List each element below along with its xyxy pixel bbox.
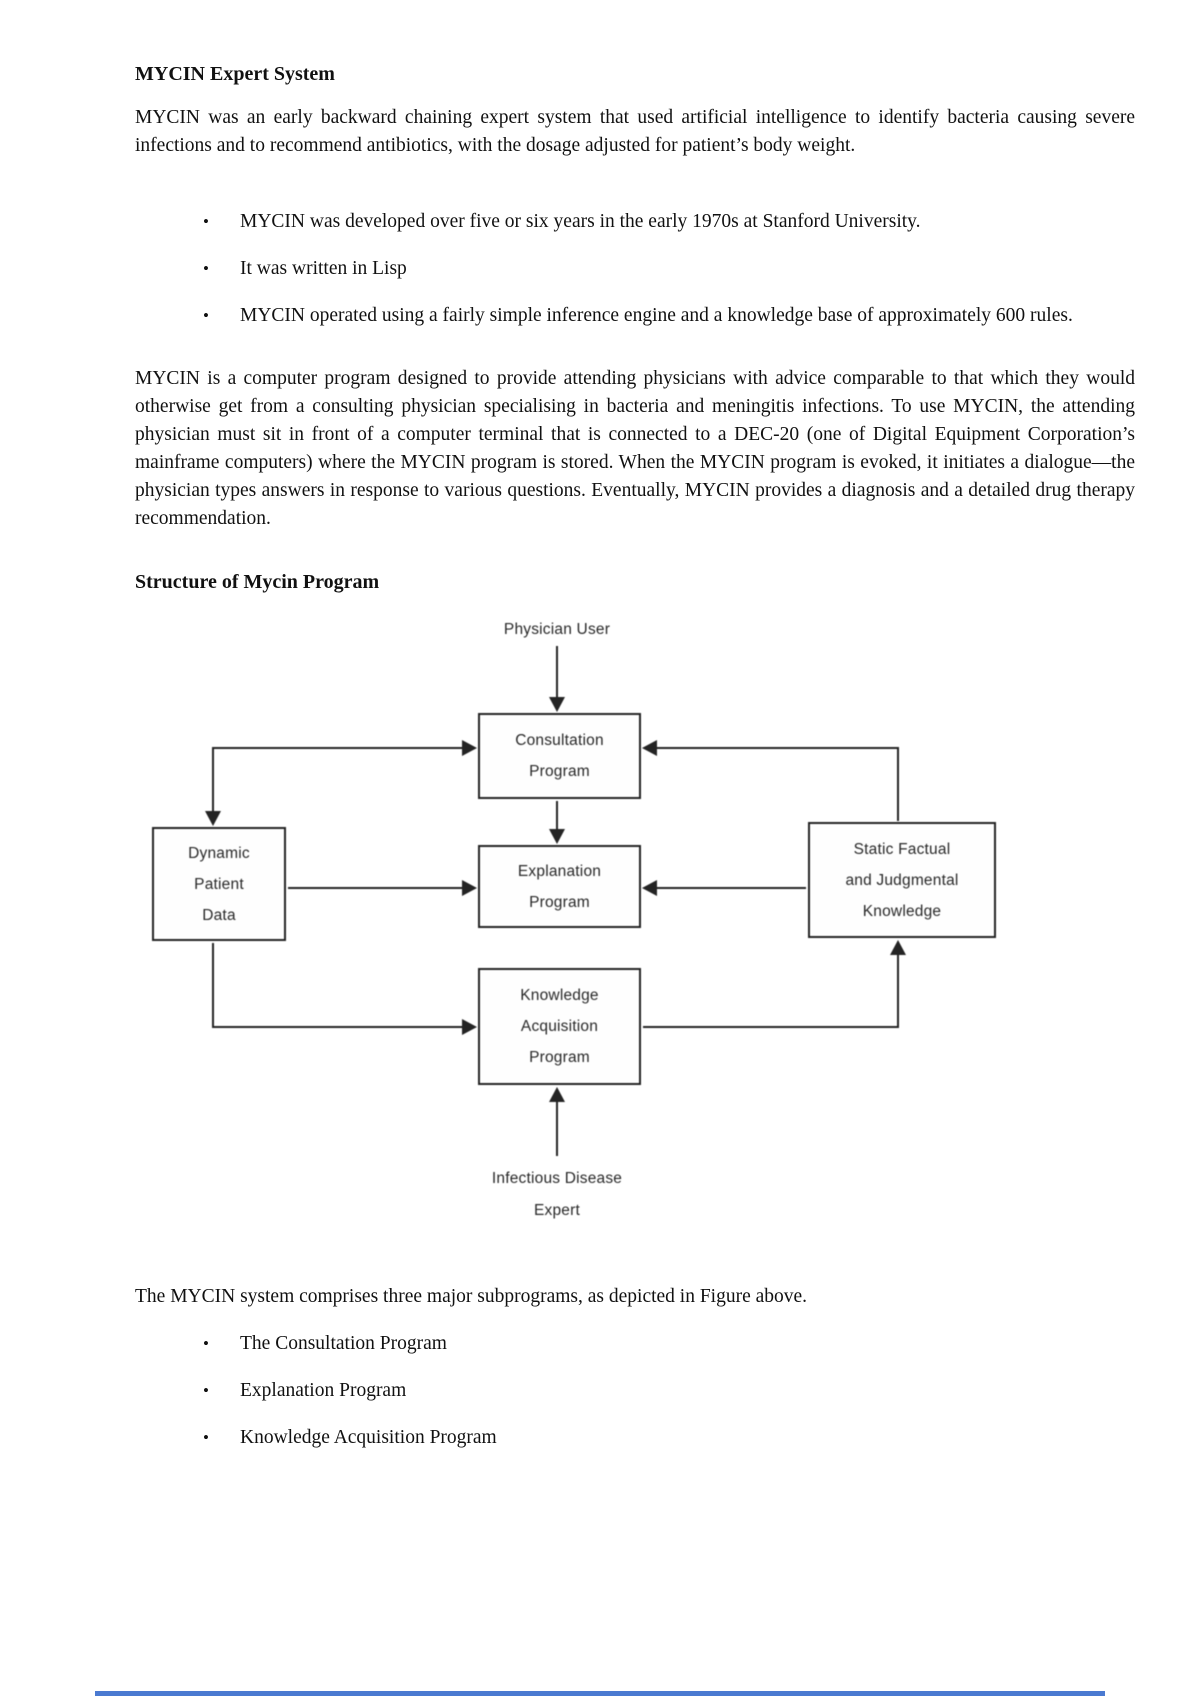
infectious-line2: Expert [534,1202,580,1219]
infectious-line1: Infectious Disease [491,1170,623,1187]
list-item-text: Knowledge Acquisition Program [240,1427,497,1448]
bullet-list-bottom: • The Consultation Program • Explanation… [200,1330,1135,1471]
box-label-line: Program [529,763,590,780]
arrowhead-right-icon [462,880,477,896]
list-item: • Explanation Program [200,1377,1135,1405]
box-label-line: Knowledge [520,987,599,1004]
static-factual-knowledge-box: Static Factual and Judgmental Knowledge [808,822,996,938]
bullet-icon: • [203,1428,209,1447]
list-item: • MYCIN was developed over five or six y… [200,208,1135,236]
path-static-to-consultation [652,747,899,821]
diagram-connector-lines [212,646,899,1156]
consultation-program-box: Consultation Program [478,713,641,799]
arrowhead-down-icon [549,697,565,712]
list-item-text: It was written in Lisp [240,258,407,279]
box-label-line: Patient [194,875,244,893]
list-item: • The Consultation Program [200,1330,1135,1358]
arrowhead-right-icon [462,740,477,756]
physician-user-text: Physician User [503,621,611,638]
list-item: • It was written in Lisp [200,255,1135,283]
path-knowledge-to-static [643,952,899,1028]
bullet-icon: • [203,212,209,231]
box-label-line: Data [202,906,236,924]
arrowhead-left-icon [642,740,657,756]
arrowhead-left-icon [642,880,657,896]
box-label-line: Acquisition [520,1018,599,1035]
path-dynamic-to-knowledge [212,943,467,1028]
list-item: • Knowledge Acquisition Program [200,1424,1135,1452]
arrowhead-up-icon [549,1087,565,1102]
box-label-line: Explanation [517,862,602,880]
section-heading: Structure of Mycin Program [135,571,380,593]
page-title: MYCIN Expert System [135,63,335,85]
bullet-icon: • [203,1334,209,1353]
box-label-line: Dynamic [188,844,250,862]
box-label-line: Static Factual [853,840,951,858]
bullet-list-top: • MYCIN was developed over five or six y… [200,208,1135,349]
list-item-text: MYCIN operated using a fairly simple inf… [240,305,1073,326]
box-label-line: Program [529,893,590,911]
paragraph-subprograms: The MYCIN system comprises three major s… [135,1286,808,1307]
paragraph-description: MYCIN is a computer program designed to … [135,368,1135,529]
bullet-icon: • [203,306,209,325]
arrowhead-down-icon [549,829,565,844]
box-label-line: Consultation [515,732,604,749]
paragraph-intro: MYCIN was an early backward chaining exp… [135,107,1135,156]
list-item-text: Explanation Program [240,1380,407,1401]
arrowhead-down-icon [205,811,221,826]
box-label-line: and Judgmental [845,871,959,889]
box-label-line: Knowledge [862,902,942,920]
list-item-text: The Consultation Program [240,1333,447,1354]
physician-user-label: Physician User [440,614,674,646]
infectious-disease-expert-label: Infectious Disease Expert [440,1163,674,1227]
box-label-line: Program [529,1049,590,1066]
knowledge-acquisition-program-box: Knowledge Acquisition Program [478,968,641,1085]
list-item: • MYCIN operated using a fairly simple i… [200,302,1135,330]
path-consultation-dynamic-loop [212,747,467,814]
dynamic-patient-data-box: Dynamic Patient Data [152,827,286,941]
explanation-program-box: Explanation Program [478,845,641,928]
arrowhead-right-icon [462,1019,477,1035]
bullet-icon: • [203,1381,209,1400]
diagram-arrowheads [205,697,906,1102]
arrowhead-up-icon [890,940,906,955]
list-item-text: MYCIN was developed over five or six yea… [240,211,921,232]
bullet-icon: • [203,259,209,278]
footer-bar [95,1691,1105,1696]
